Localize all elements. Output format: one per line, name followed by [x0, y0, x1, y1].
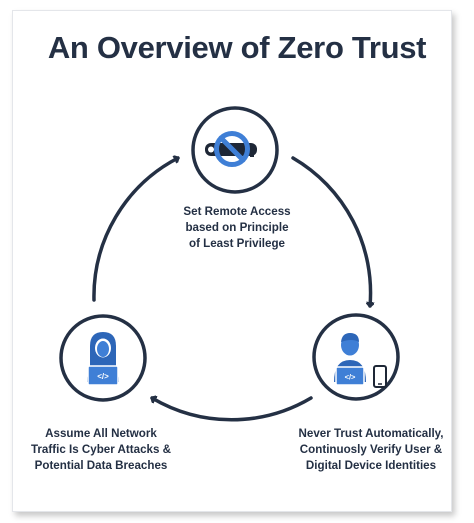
caption-line: Continuosly Verify User &: [299, 443, 443, 456]
step-caption-left: Assume All Network Traffic Is Cyber Atta…: [6, 426, 196, 474]
code-symbol-right: </>: [345, 373, 356, 382]
caption-line: Never Trust Automatically,: [298, 427, 444, 440]
no-key-icon: [205, 131, 257, 167]
user-laptop-phone-icon: </>: [334, 333, 387, 388]
caption-line: Digital Device Identities: [305, 459, 437, 472]
caption-line: Set Remote Access: [183, 205, 291, 218]
caption-line: of Least Privilege: [188, 237, 285, 250]
arrow-left-to-top: [92, 158, 180, 302]
caption-line: based on Principle: [185, 221, 289, 234]
node-right: </>: [312, 313, 400, 401]
user-laptop-icon: </>: [87, 332, 119, 386]
caption-line: Potential Data Breaches: [34, 459, 168, 472]
arrow-top-to-right: [291, 156, 371, 308]
node-left: </>: [59, 314, 147, 402]
page-title: An Overview of Zero Trust: [47, 30, 427, 65]
diagram-card: [12, 10, 452, 512]
caption-line: Assume All Network: [45, 427, 157, 440]
caption-line: Traffic Is Cyber Attacks &: [30, 443, 172, 456]
step-caption-right: Never Trust Automatically, Continuosly V…: [271, 426, 471, 474]
node-top: [191, 106, 279, 194]
code-symbol-left: </>: [97, 372, 109, 381]
arrow-right-to-left: [150, 398, 313, 422]
step-caption-top: Set Remote Access based on Principle of …: [150, 204, 324, 252]
